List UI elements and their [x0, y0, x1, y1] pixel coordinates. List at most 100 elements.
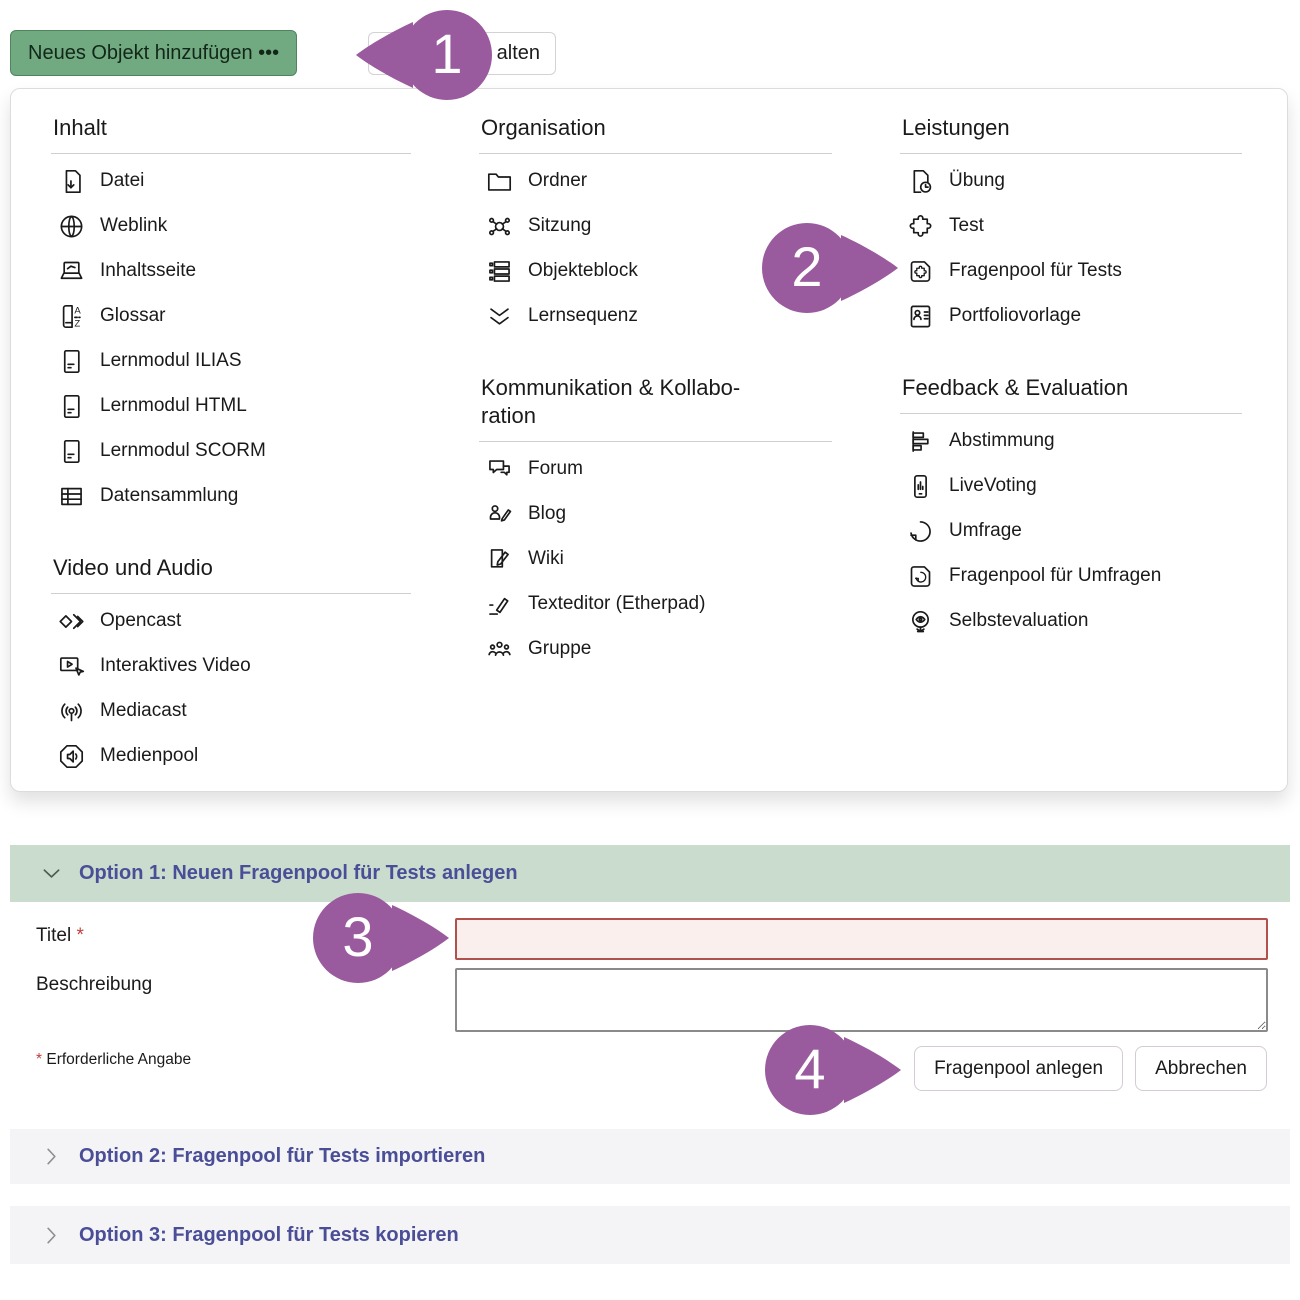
menu-item-label: Medienpool: [100, 745, 199, 767]
menu-item[interactable]: Abstimmung: [900, 419, 1242, 464]
menu-item[interactable]: Datensammlung: [51, 474, 411, 519]
questionpool-test-icon: [907, 258, 934, 285]
menu-item[interactable]: Umfrage: [900, 509, 1242, 554]
menu-item[interactable]: Wiki: [479, 537, 832, 582]
puzzle-icon: [907, 213, 934, 240]
create-questionpool-button[interactable]: Fragenpool anlegen: [914, 1046, 1124, 1091]
title-input[interactable]: [455, 918, 1268, 960]
data-table-icon: [58, 483, 85, 510]
menu-item[interactable]: Gruppe: [479, 627, 832, 672]
menu-item-label: Lernmodul HTML: [100, 395, 247, 417]
file-download-icon: [58, 168, 85, 195]
exercise-icon: [907, 168, 934, 195]
learning-sequence-icon: [486, 303, 513, 330]
interactive-video-icon: [58, 653, 85, 680]
forum-icon: [486, 456, 513, 483]
folder-icon: [486, 168, 513, 195]
menu-item[interactable]: Forum: [479, 447, 832, 492]
svg-text:1: 1: [431, 22, 462, 85]
menu-item[interactable]: Mediacast: [51, 689, 411, 734]
menu-item[interactable]: Fragenpool für Umfragen: [900, 554, 1242, 599]
menu-item[interactable]: Lernmodul ILIAS: [51, 339, 411, 384]
section-title: Leistungen: [900, 101, 1242, 154]
accordion-option3-header[interactable]: Option 3: Fragenpool für Tests kopieren: [10, 1206, 1290, 1264]
new-object-button[interactable]: Neues Objekt hinzufügen •••: [10, 30, 298, 76]
menu-item-label: Texteditor (Etherpad): [528, 593, 706, 615]
questionpool-survey-icon: [907, 563, 934, 590]
portfolio-template-icon: [907, 303, 934, 330]
menu-item-label: Portfoliovorlage: [949, 305, 1082, 327]
menu-item[interactable]: Lernmodul SCORM: [51, 429, 411, 474]
callout-marker-1: 1: [353, 7, 505, 103]
menu-item[interactable]: Sitzung: [479, 204, 832, 249]
menu-item-label: Fragenpool für Tests: [949, 260, 1122, 282]
menu-item-label: Umfrage: [949, 520, 1022, 542]
opencast-icon: [58, 608, 85, 635]
menu-item-label: Lernmodul ILIAS: [100, 350, 242, 372]
accordion-option3-title: Option 3: Fragenpool für Tests kopieren: [79, 1223, 459, 1246]
menu-item[interactable]: Medienpool: [51, 734, 411, 779]
menu-item-label: Test: [949, 215, 984, 237]
menu-item-label: Ordner: [528, 170, 588, 192]
new-object-button-label: Neues Objekt hinzufügen •••: [28, 41, 280, 64]
menu-item-label: Gruppe: [528, 638, 592, 660]
mediacast-icon: [58, 698, 85, 725]
required-asterisk: *: [76, 925, 84, 946]
menu-item[interactable]: Lernsequenz: [479, 294, 832, 339]
menu-item-label: Abstimmung: [949, 430, 1055, 452]
description-textarea[interactable]: [455, 968, 1268, 1032]
menu-item[interactable]: Inhaltsseite: [51, 249, 411, 294]
menu-item[interactable]: Test: [900, 204, 1242, 249]
menu-item[interactable]: Ordner: [479, 159, 832, 204]
menu-item-label: Inhaltsseite: [100, 260, 197, 282]
menu-item-label: Fragenpool für Umfragen: [949, 565, 1162, 587]
menu-item-label: Datensammlung: [100, 485, 239, 507]
menu-item[interactable]: Opencast: [51, 599, 411, 644]
menu-item-label: Selbstevaluation: [949, 610, 1089, 632]
menu-item-label: Objekteblock: [528, 260, 638, 282]
group-icon: [486, 636, 513, 663]
menu-item[interactable]: Interaktives Video: [51, 644, 411, 689]
globe-icon: [58, 213, 85, 240]
menu-item-label: Opencast: [100, 610, 182, 632]
menu-item[interactable]: Objekteblock: [479, 249, 832, 294]
section-title: Feedback & Evaluation: [900, 361, 1242, 414]
title-label: Titel *: [36, 925, 84, 946]
wiki-icon: [486, 546, 513, 573]
accordion-option1-title: Option 1: Neuen Fragenpool für Tests anl…: [79, 862, 518, 884]
menu-item[interactable]: Portfoliovorlage: [900, 294, 1242, 339]
menu-item[interactable]: Fragenpool für Tests: [900, 249, 1242, 294]
form-buttons: Fragenpool anlegen Abbrechen: [914, 1046, 1267, 1091]
menu-item[interactable]: Selbstevaluation: [900, 599, 1242, 644]
glossary-icon: [58, 303, 85, 330]
menu-item[interactable]: Lernmodul HTML: [51, 384, 411, 429]
menu-item[interactable]: LiveVoting: [900, 464, 1242, 509]
accordion-option1-header[interactable]: Option 1: Neuen Fragenpool für Tests anl…: [10, 845, 1290, 902]
svg-text:4: 4: [794, 1037, 825, 1100]
section-title: Kommunikation & Kollabo- ration: [479, 361, 832, 442]
menu-item[interactable]: Texteditor (Etherpad): [479, 582, 832, 627]
section-title: Video und Audio: [51, 541, 411, 594]
cancel-button[interactable]: Abbrechen: [1135, 1046, 1267, 1091]
required-note: * Erforderliche Angabe: [36, 1051, 192, 1068]
menu-item-label: Blog: [528, 503, 567, 525]
chevron-down-icon: [40, 862, 63, 885]
menu-item[interactable]: Blog: [479, 492, 832, 537]
accordion-option2-header[interactable]: Option 2: Fragenpool für Tests importier…: [10, 1129, 1290, 1184]
menu-item[interactable]: Übung: [900, 159, 1242, 204]
menu-item-label: Glossar: [100, 305, 166, 327]
menu-item-label: Weblink: [100, 215, 168, 237]
menu-item[interactable]: Weblink: [51, 204, 411, 249]
object-block-icon: [486, 258, 513, 285]
menu-item[interactable]: Datei: [51, 159, 411, 204]
menu-item[interactable]: Glossar: [51, 294, 411, 339]
svg-text:2: 2: [791, 235, 822, 298]
session-icon: [486, 213, 513, 240]
